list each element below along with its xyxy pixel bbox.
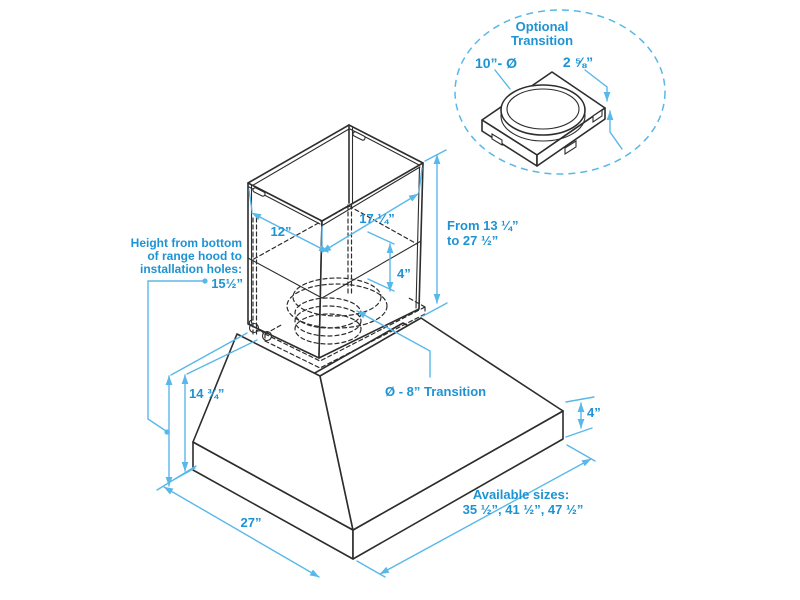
- leader-transition-label: [356, 310, 431, 378]
- canopy-height-label: 14 ¾”: [189, 386, 224, 401]
- detail-plate-tab-2: [564, 139, 577, 156]
- install-note-line3: installation holes:: [140, 262, 242, 276]
- ext-left-dims-top-1: [170, 332, 248, 376]
- detail-dashed-circle: [454, 9, 666, 175]
- install-note-value: 15½”: [211, 276, 243, 291]
- chimney-height-range-label-line1: From 13 ¼”: [447, 218, 519, 233]
- hood-depth-label: 27”: [241, 515, 262, 530]
- detail-collar-inner-rim: [506, 88, 580, 130]
- ext-left-dims-top-2: [186, 339, 258, 375]
- detail-plate-tab-1: [491, 133, 503, 146]
- leader-collar-diameter: [494, 69, 511, 90]
- ext-4-right-top: [565, 396, 595, 403]
- mounting-slot-left-panel: [252, 187, 266, 197]
- chimney-width-label: 17 ¼”: [359, 211, 394, 226]
- mounting-slot-back-wall: [352, 131, 366, 141]
- leader-dot-line: [164, 429, 170, 435]
- hidden-collar-ring-3: [294, 313, 362, 345]
- chimney-back-left-wall-top-edge: [247, 124, 350, 184]
- ext-4-right-bottom: [565, 427, 593, 438]
- install-note-line2: of range hood to: [147, 249, 242, 263]
- ext-from-bottom: [422, 302, 448, 317]
- ext-left-dims-bottom-2: [174, 467, 196, 480]
- dim-hood-depth-27: [163, 486, 320, 578]
- keyhole-slot-tails: [248, 319, 264, 334]
- keyhole-slot-1: [248, 322, 260, 334]
- ext-17-right: [418, 167, 423, 193]
- transition-label: Ø - 8” Transition: [385, 384, 486, 399]
- optional-transition-detail: [454, 9, 666, 175]
- chimney-seam-left-panel: [247, 257, 323, 299]
- ext-12-left: [248, 189, 253, 212]
- hidden-collar-ellipse-outer: [292, 277, 382, 317]
- base-height-label: 4”: [587, 405, 601, 420]
- dim-chimney-depth-12: [251, 212, 329, 253]
- chimney-back-right-wall-top-edge: [348, 124, 424, 164]
- hidden-plate-bottom-edges: [264, 313, 426, 369]
- detail-plate-tab-3: [592, 108, 603, 124]
- chimney-back-left-wall-top-edge-inner: [249, 128, 350, 188]
- leader-install-note: [147, 280, 206, 432]
- install-note-line1: Height from bottom: [131, 236, 242, 250]
- chimney-duct-cover: [247, 124, 424, 359]
- leader-collar-height-upper: [584, 69, 611, 102]
- chimney-height-range-label-line2: to 27 ½”: [447, 233, 498, 248]
- chimney-front-left-panel: [247, 182, 323, 359]
- labels: Optional Transition 10”- Ø 2 ⅝” 12” 17 ¼…: [131, 19, 601, 530]
- ext-sizes-front: [356, 560, 386, 578]
- chimney-overlap-label: 4”: [397, 266, 411, 281]
- detail-collar-diameter-label: 10”- Ø: [475, 55, 517, 71]
- dim-chimney-width-17: [321, 193, 419, 253]
- chimney-depth-label: 12”: [271, 224, 292, 239]
- ext-sizes-right: [566, 444, 596, 462]
- detail-plate-right-face: [536, 107, 606, 167]
- keyhole-slot-2: [261, 330, 273, 342]
- hidden-plate-side-ticks: [264, 296, 426, 342]
- dim-hood-width-sizes: [379, 458, 592, 575]
- leader-collar-height-lower: [606, 110, 623, 150]
- dimension-lines: [147, 149, 596, 578]
- detail-title-line2: Transition: [511, 33, 573, 48]
- ext-from-top: [424, 149, 447, 162]
- hidden-plate-top-edges: [264, 306, 426, 362]
- leader-dot-note: [202, 278, 208, 284]
- available-sizes-label-line2: 35 ½”, 41 ½”, 47 ½”: [463, 502, 584, 517]
- detail-collar-height-label: 2 ⅝”: [563, 54, 593, 70]
- hidden-collar-ring-2: [294, 305, 362, 337]
- detail-title-line1: Optional: [516, 19, 569, 34]
- available-sizes-label-line1: Available sizes:: [473, 487, 569, 502]
